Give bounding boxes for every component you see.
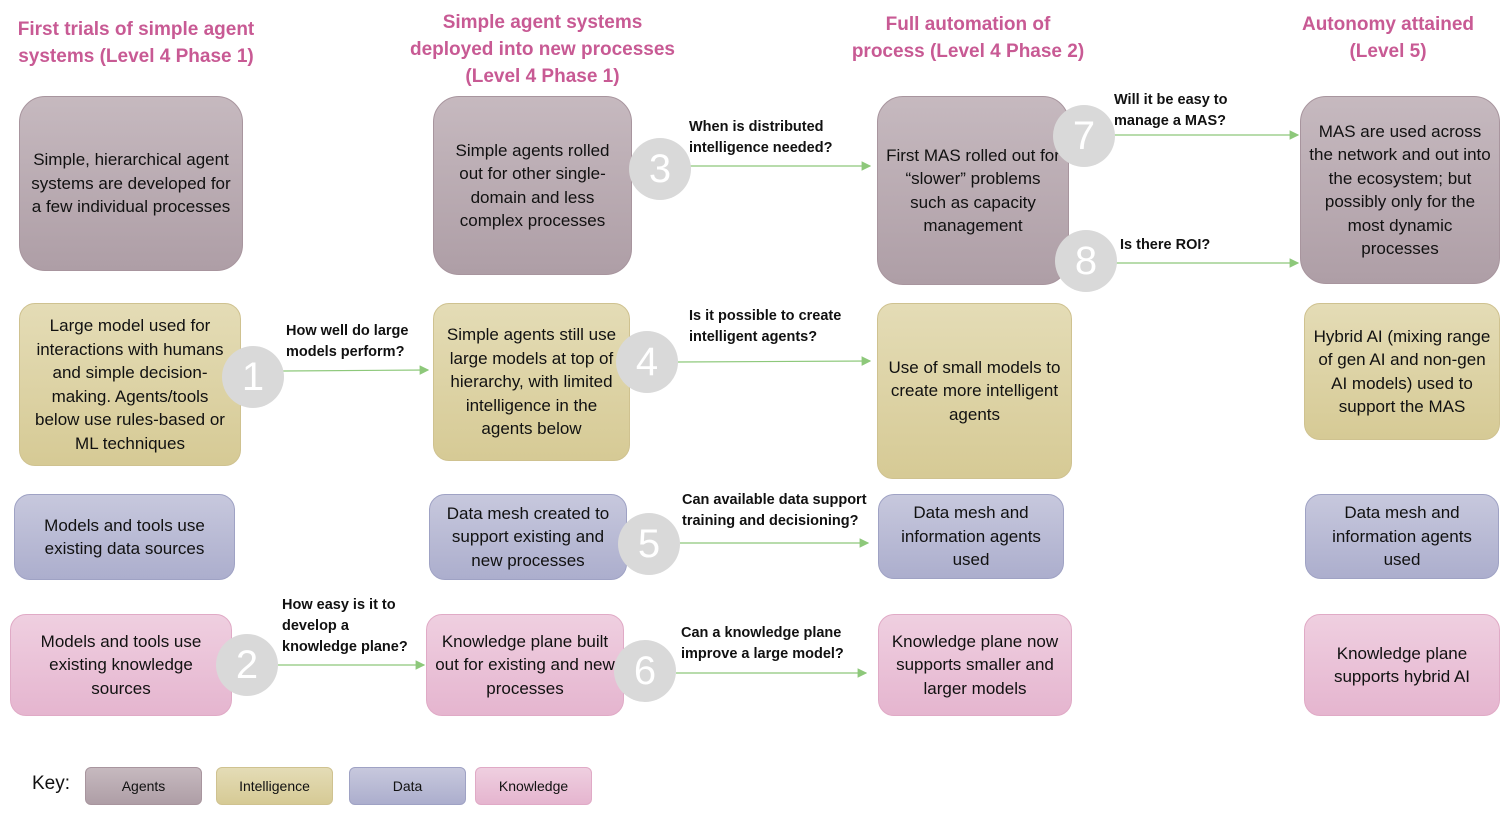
step-4-number-icon: 4 [616,331,678,393]
agents-box-stage-2: Simple agents rolled out for other singl… [433,96,632,275]
knowledge-box-stage-2: Knowledge plane built out for existing a… [426,614,624,716]
stage-title-2: Simple agent systems deployed into new p… [409,12,676,87]
key-label: Key: [32,773,71,794]
arrow-4 [677,356,872,366]
question-6: Can a knowledge plane improve a large mo… [681,625,844,662]
knowledge-box-stage-3: Knowledge plane now supports smaller and… [878,614,1072,716]
question-8: Is there ROI? [1120,237,1211,253]
step-6-number-icon: 6 [614,640,676,702]
question-2: How easy is it to develop a knowledge pl… [282,597,408,655]
question-5: Can available data support training and … [682,492,867,529]
step-7-number-icon: 7 [1053,105,1115,167]
question-7: Will it be easy to manage a MAS? [1114,92,1228,129]
arrow-1 [282,365,430,375]
key-intelligence: Intelligence [216,767,333,805]
key-agents: Agents [85,767,202,805]
data-box-stage-1: Models and tools use existing data sourc… [14,494,235,580]
key-data: Data [349,767,466,805]
key-knowledge: Knowledge [475,767,592,805]
agents-box-stage-3: First MAS rolled out for “slower” proble… [877,96,1069,285]
intelligence-box-stage-4: Hybrid AI (mixing range of gen AI and no… [1304,303,1500,440]
step-2-number-icon: 2 [216,634,278,696]
intelligence-box-stage-3: Use of small models to create more intel… [877,303,1072,479]
question-1: How well do large models perform? [286,323,409,360]
intelligence-box-stage-1: Large model used for interactions with h… [19,303,241,466]
agents-box-stage-4: MAS are used across the network and out … [1300,96,1500,284]
question-3: When is distributed intelligence needed? [689,119,833,156]
data-box-stage-3: Data mesh and information agents used [878,494,1064,579]
question-4: Is it possible to create intelligent age… [689,308,842,345]
knowledge-box-stage-1: Models and tools use existing knowledge … [10,614,232,716]
data-box-stage-2: Data mesh created to support existing an… [429,494,627,580]
data-box-stage-4: Data mesh and information agents used [1305,494,1499,579]
knowledge-box-stage-4: Knowledge plane supports hybrid AI [1304,614,1500,716]
agents-box-stage-1: Simple, hierarchical agent systems are d… [19,96,243,271]
stage-title-3: Full automation of process (Level 4 Phas… [851,14,1085,62]
stage-title-1: First trials of simple agent systems (Le… [17,19,255,67]
stage-title-4: Autonomy attained (Level 5) [1301,14,1475,62]
step-5-number-icon: 5 [618,513,680,575]
step-3-number-icon: 3 [629,138,691,200]
step-1-number-icon: 1 [222,346,284,408]
intelligence-box-stage-2: Simple agents still use large models at … [433,303,630,461]
step-8-number-icon: 8 [1055,230,1117,292]
